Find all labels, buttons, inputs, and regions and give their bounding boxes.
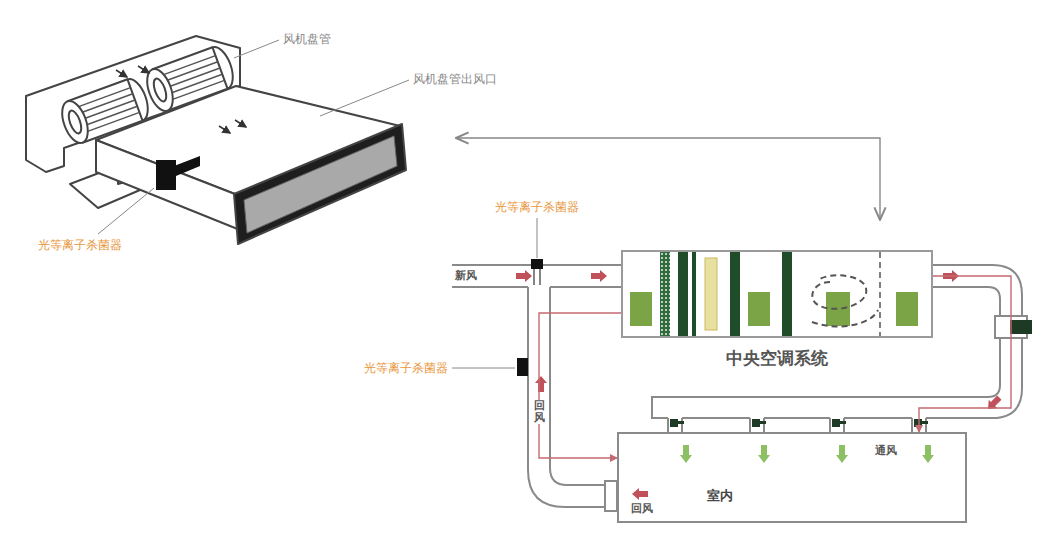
green-flow-arrows [680,445,934,463]
coil-bar [782,252,792,336]
duct-wall [550,287,605,485]
fresh-air-label: 新风 [455,269,477,282]
sterilizer-device [517,358,528,376]
fan-hub [66,109,84,135]
duct-wall [764,417,830,419]
system-title: 中央空调系统 [623,348,931,368]
outlet-device [670,419,678,427]
ahu-interior [630,252,918,336]
flow-arrow [632,488,648,500]
leader-line [452,368,515,369]
ventilation-label: 通风 [875,444,897,457]
leader-line [234,40,279,58]
sterilizer-device [531,259,543,269]
airflow-arrow [138,66,149,73]
component-square [826,292,850,326]
leader-line [98,188,154,234]
fan-hub [151,77,169,103]
airflow-arrows [116,66,246,133]
outlet-duct [668,418,926,432]
humidifier-panel [705,258,717,330]
outlet-device [678,421,684,424]
component-square [896,292,918,326]
outlet-device [832,419,840,427]
fan-swirl [812,275,878,326]
leader-line [537,218,538,258]
supply-arrow [836,445,848,463]
outlet-device [922,421,928,424]
outlet-device [752,419,760,427]
outlet-device [914,419,922,427]
sterilizer-probe [533,269,534,285]
return-air-label: 回风 [631,502,653,515]
section-divider [879,252,881,336]
room-box: 通风室内回风 [617,432,967,523]
flow-arrow [984,393,1004,413]
leader-lines [98,40,537,368]
device-label: 光等离子杀菌器 [364,361,448,375]
duct-flange [605,481,617,511]
outlet-device [760,421,766,424]
duct-wall [844,417,912,419]
sterilizer-device [1010,320,1032,334]
link-arrow [456,138,880,220]
ahu-box: 中央空调系统 [621,250,933,338]
part-label: 风机盘管出风口 [413,72,497,86]
filter-dotted [660,252,670,336]
duct-wall [452,286,528,288]
fan-front-end [57,98,93,147]
outlet-frame [234,124,406,244]
fan-coil-unit [26,36,406,244]
room-label: 室内 [707,488,733,504]
airflow-arrow [219,126,230,133]
outlet-grille [244,136,397,233]
supply-arrow [680,445,692,463]
duct-wall [550,286,621,288]
component-square [630,292,652,326]
airflow-connector [539,313,621,458]
sterilizer-probe [539,269,540,285]
return-air-label: 回风 [534,400,545,424]
duct-wall [682,417,750,419]
outlet-devices [670,419,928,427]
leader-line [320,80,409,116]
sterilizer-probes [534,269,540,285]
plenum-front [96,140,240,230]
filter-bar [678,252,688,336]
airflow-arrow [116,70,127,77]
component-square [748,292,770,326]
filter-bar [692,252,696,336]
sterilizer-device [156,160,176,190]
device-label: 光等离子杀菌器 [495,200,579,214]
flow-arrow [516,270,532,282]
part-label: 风机盘管 [283,32,331,46]
outlet-device [840,421,846,424]
flow-arrow [591,270,607,282]
coil-bar [730,252,740,336]
device-label: 光等离子杀菌器 [38,238,122,252]
supply-arrow [758,445,770,463]
sterilizer-tab [174,156,200,176]
supply-arrow [922,445,934,463]
flow-arrow [535,376,547,392]
red-flow-arrows [516,270,1004,500]
airflow-arrow [235,120,246,127]
